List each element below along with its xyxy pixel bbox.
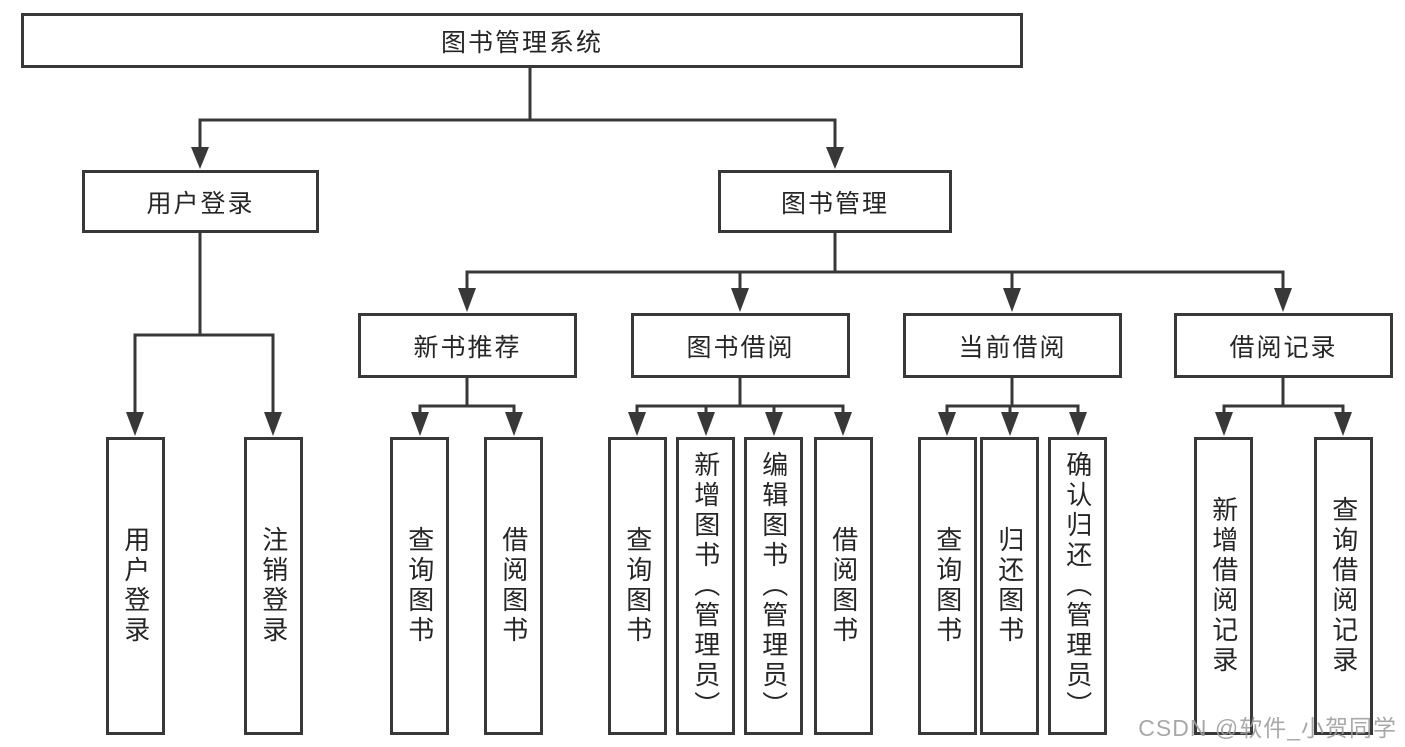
- node-user-login: 用户登录: [82, 170, 319, 233]
- leaf-logout: 注销登录: [244, 437, 303, 735]
- leaf-user-login: 用户登录: [106, 437, 165, 735]
- leaf-query-books-current: 查询图书: [918, 437, 977, 735]
- node-new-book-recommendation: 新书推荐: [358, 313, 577, 378]
- csdn-watermark: CSDN @软件_小贺同学: [1138, 715, 1397, 741]
- leaf-edit-book-admin: 编辑图书（管理员）: [744, 437, 803, 735]
- node-borrowing-records: 借阅记录: [1174, 313, 1393, 378]
- leaf-add-book-admin: 新增图书（管理员）: [676, 437, 735, 735]
- node-book-borrowing: 图书借阅: [631, 313, 850, 378]
- leaf-confirm-return-admin: 确认归还（管理员）: [1048, 437, 1107, 735]
- leaf-query-borrow-record: 查询借阅记录: [1314, 437, 1373, 735]
- leaf-query-books-recommend: 查询图书: [390, 437, 449, 735]
- node-library-management-system: 图书管理系统: [21, 13, 1023, 68]
- leaf-add-borrow-record: 新增借阅记录: [1194, 437, 1253, 735]
- leaf-query-books-borrowing: 查询图书: [608, 437, 667, 735]
- node-current-borrowing: 当前借阅: [903, 313, 1122, 378]
- leaf-borrow-books-recommend: 借阅图书: [484, 437, 543, 735]
- node-book-management: 图书管理: [718, 170, 952, 233]
- leaf-borrow-books-borrowing: 借阅图书: [814, 437, 873, 735]
- connector-book-borrowing-to-children: [628, 378, 852, 436]
- leaf-return-book: 归还图书: [980, 437, 1039, 735]
- connector-book-management-to-level3: [458, 233, 1292, 312]
- connector-current-borrowing-to-children: [938, 378, 1087, 436]
- connector-new-book-recommendation-to-children: [411, 378, 523, 436]
- connector-user-login-to-children: [126, 233, 282, 436]
- connector-borrowing-records-to-children: [1215, 378, 1352, 436]
- connector-root-to-level2: [191, 68, 844, 169]
